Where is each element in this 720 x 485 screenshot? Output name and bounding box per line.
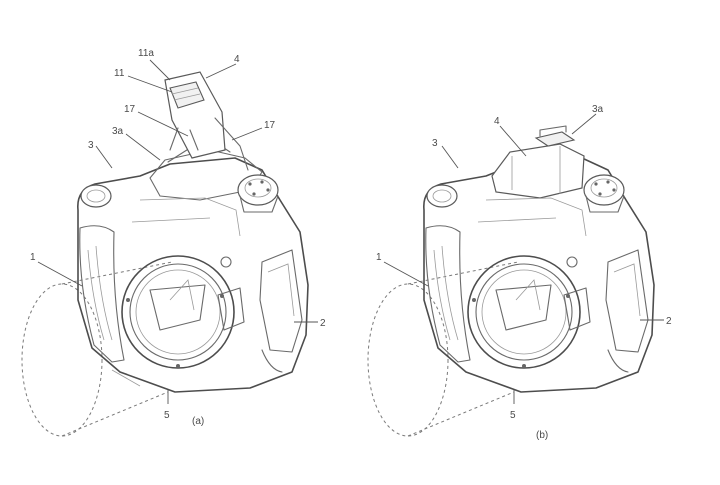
label-b-3: 3: [432, 138, 438, 149]
label-a-3: 3: [88, 140, 94, 151]
caption-a: (a): [192, 416, 204, 427]
top-plate-a: [149, 149, 263, 201]
label-a-11a: 11a: [138, 48, 154, 59]
popup-flash-a: [164, 71, 249, 171]
camera-body-a: [77, 157, 309, 393]
control-dial-b: [583, 174, 625, 213]
labels-b: 3a 4 3 1 2 5 (b): [376, 104, 672, 441]
lens-cylinder-a: [21, 261, 173, 437]
label-a-5: 5: [164, 410, 170, 421]
mode-dial-b: [426, 184, 458, 208]
label-a-11: 11: [114, 68, 125, 79]
label-b-4: 4: [494, 116, 500, 127]
control-dial-a: [237, 174, 279, 213]
label-b-2: 2: [666, 316, 672, 327]
label-a-4: 4: [234, 54, 240, 65]
camera-figure-a: [21, 59, 318, 437]
label-a-17-right: 17: [264, 120, 276, 131]
camera-figure-b: [367, 113, 664, 437]
label-a-17-left: 17: [124, 104, 136, 115]
labels-a: 11a 11 4 17 3a 17 3 1 2 5 (a): [30, 48, 326, 427]
label-a-3a: 3a: [112, 126, 124, 137]
lens-cylinder-b: [367, 261, 519, 437]
prism-housing-b: [491, 143, 585, 199]
label-a-1: 1: [30, 252, 36, 263]
lens-mount-a: [121, 255, 235, 369]
grip-a: [79, 225, 125, 363]
lens-mount-b: [467, 255, 581, 369]
label-b-1: 1: [376, 252, 382, 263]
hot-shoe-b: [534, 131, 576, 147]
label-a-2: 2: [320, 318, 326, 329]
grip-b: [425, 225, 471, 363]
caption-b: (b): [536, 430, 548, 441]
label-b-3a: 3a: [592, 104, 604, 115]
mode-dial-a: [80, 184, 112, 208]
label-b-5: 5: [510, 410, 516, 421]
